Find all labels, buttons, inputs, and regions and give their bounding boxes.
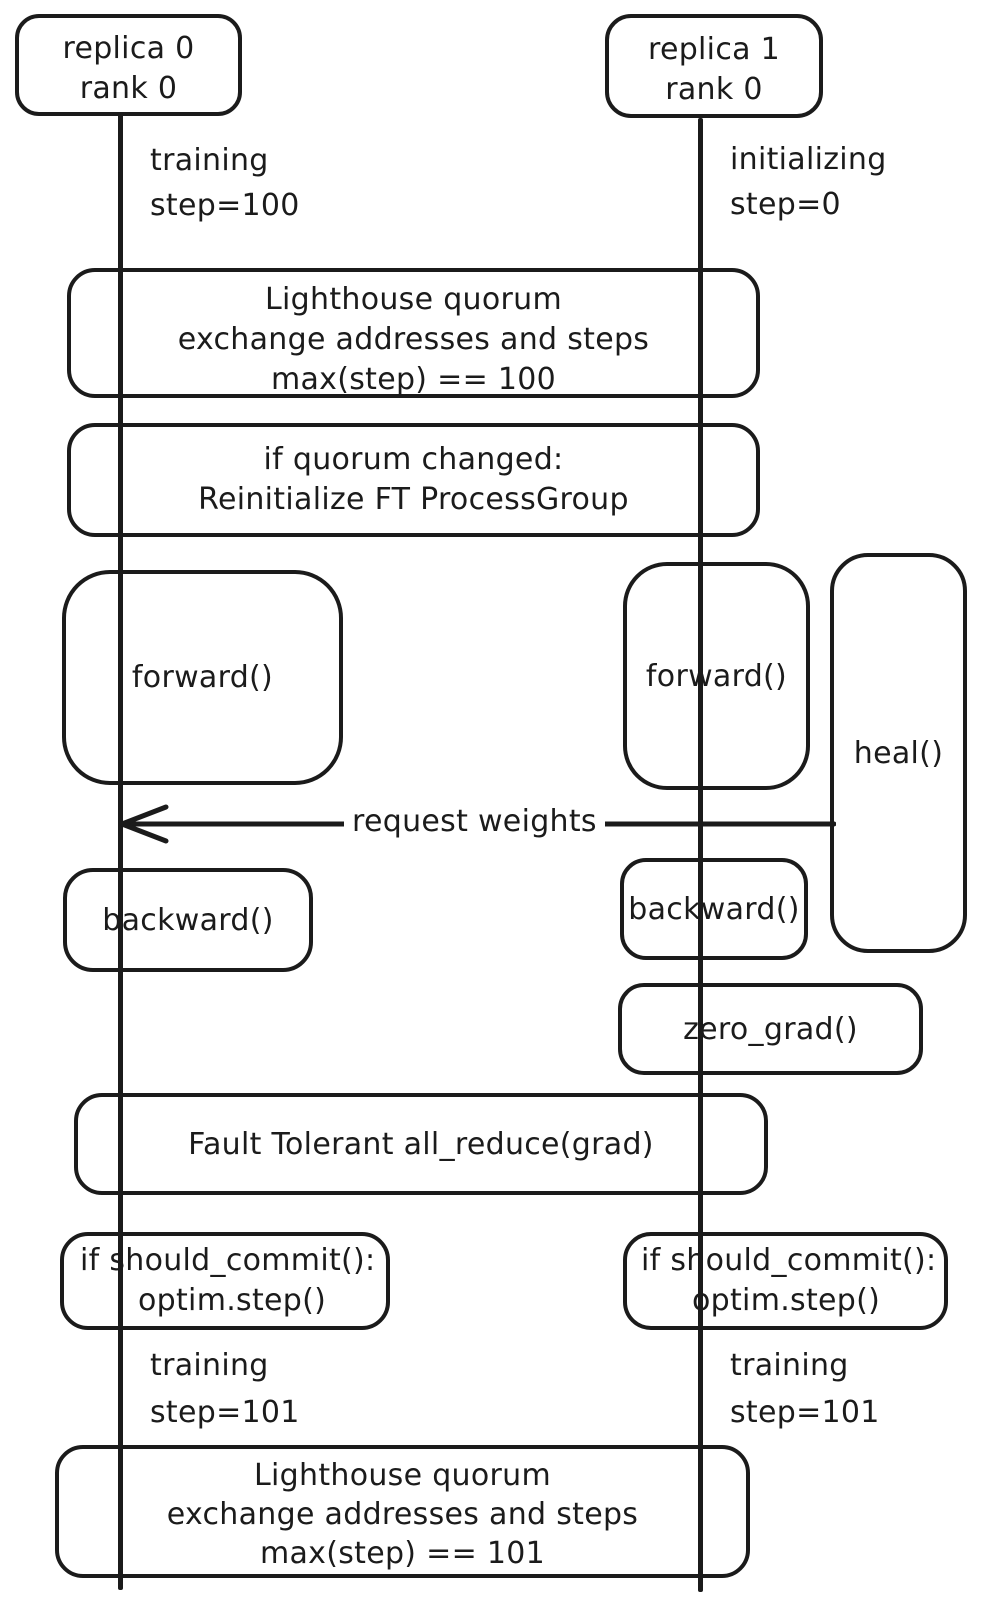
reinitialize-processgroup-box: if quorum changed: Reinitialize FT Proce… <box>67 423 760 537</box>
backward-label: backward() <box>628 891 800 927</box>
backward-box-replica1: backward() <box>620 858 808 960</box>
actor-replica-label: replica 1 <box>647 32 781 67</box>
max-step-text: max(step) == 100 <box>270 362 557 397</box>
status-text: training <box>150 1348 269 1383</box>
lighthouse-quorum-title: Lighthouse quorum <box>265 282 562 317</box>
step-text: step=0 <box>730 187 841 222</box>
actor-box-replica-1: replica 1 rank 0 <box>605 14 823 118</box>
forward-label: forward() <box>645 658 788 694</box>
if-should-commit-text: if should_commit(): <box>641 1243 937 1278</box>
actor-replica-label: replica 0 <box>62 31 195 66</box>
actor-rank-label: rank 0 <box>79 71 178 106</box>
status-label-replica1-initializing-step0: initializing step=0 <box>730 137 887 227</box>
exchange-addresses-text: exchange addresses and steps <box>177 322 650 357</box>
step-text: step=101 <box>150 1395 300 1430</box>
lighthouse-quorum-title: Lighthouse quorum <box>254 1458 551 1493</box>
max-step-text: max(step) == 101 <box>259 1536 546 1571</box>
lifeline-replica-1 <box>698 118 703 1592</box>
heal-box: heal() <box>830 553 967 953</box>
forward-box-replica0: forward() <box>62 570 343 785</box>
lighthouse-quorum-bottom-box: Lighthouse quorum exchange addresses and… <box>55 1445 750 1578</box>
step-text: step=100 <box>150 188 300 223</box>
request-weights-label: request weights <box>344 800 605 844</box>
status-text: initializing <box>730 142 887 177</box>
zero-grad-box: zero_grad() <box>618 983 923 1075</box>
optim-step-text: optim.step() <box>138 1283 327 1318</box>
actor-box-replica-0: replica 0 rank 0 <box>15 14 242 116</box>
status-text: training <box>150 143 269 178</box>
optim-step-text: optim.step() <box>692 1283 881 1318</box>
forward-box-replica1: forward() <box>623 562 810 790</box>
step-text: step=101 <box>730 1395 880 1430</box>
status-text: training <box>730 1348 849 1383</box>
if-should-commit-text: if should_commit(): <box>80 1243 376 1278</box>
should-commit-box-replica1: if should_commit(): optim.step() <box>623 1232 948 1330</box>
all-reduce-box: Fault Tolerant all_reduce(grad) <box>74 1093 768 1195</box>
lifeline-replica-0 <box>118 113 123 1590</box>
if-quorum-changed-text: if quorum changed: <box>263 442 564 477</box>
backward-label: backward() <box>102 902 274 938</box>
status-label-replica1-training-step101: training step=101 <box>730 1342 880 1436</box>
forward-label: forward() <box>131 660 274 695</box>
reinitialize-text: Reinitialize FT ProcessGroup <box>198 482 629 517</box>
lighthouse-quorum-top-box: Lighthouse quorum exchange addresses and… <box>67 268 760 398</box>
should-commit-box-replica0: if should_commit(): optim.step() <box>60 1232 390 1330</box>
all-reduce-label: Fault Tolerant all_reduce(grad) <box>188 1126 654 1162</box>
actor-rank-label: rank 0 <box>665 72 763 107</box>
status-label-replica0-training-step100: training step=100 <box>150 138 300 228</box>
exchange-addresses-text: exchange addresses and steps <box>166 1497 639 1532</box>
backward-box-replica0: backward() <box>63 868 313 972</box>
zero-grad-label: zero_grad() <box>683 1011 858 1047</box>
left-arrowhead-icon <box>119 804 169 844</box>
heal-label: heal() <box>853 735 944 771</box>
status-label-replica0-training-step101: training step=101 <box>150 1342 300 1436</box>
